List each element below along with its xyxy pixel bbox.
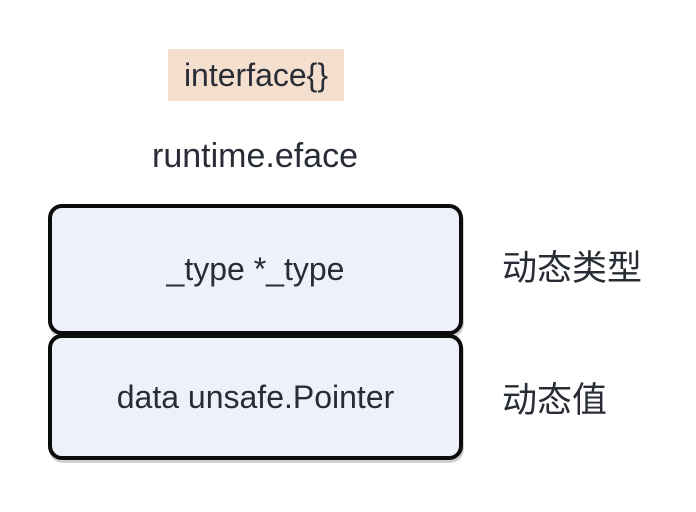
dynamic-type-annotation: 动态类型 bbox=[502, 249, 643, 288]
data-field-label: data unsafe.Pointer bbox=[116, 378, 395, 415]
type-field-box: _type *_type bbox=[48, 204, 463, 335]
data-field-box: data unsafe.Pointer bbox=[48, 334, 463, 460]
interface-title-highlight: interface{} bbox=[168, 49, 344, 101]
dynamic-value-annotation: 动态值 bbox=[502, 381, 608, 420]
type-field-label: _type *_type bbox=[166, 251, 345, 287]
runtime-eface-label: runtime.eface bbox=[152, 137, 358, 175]
